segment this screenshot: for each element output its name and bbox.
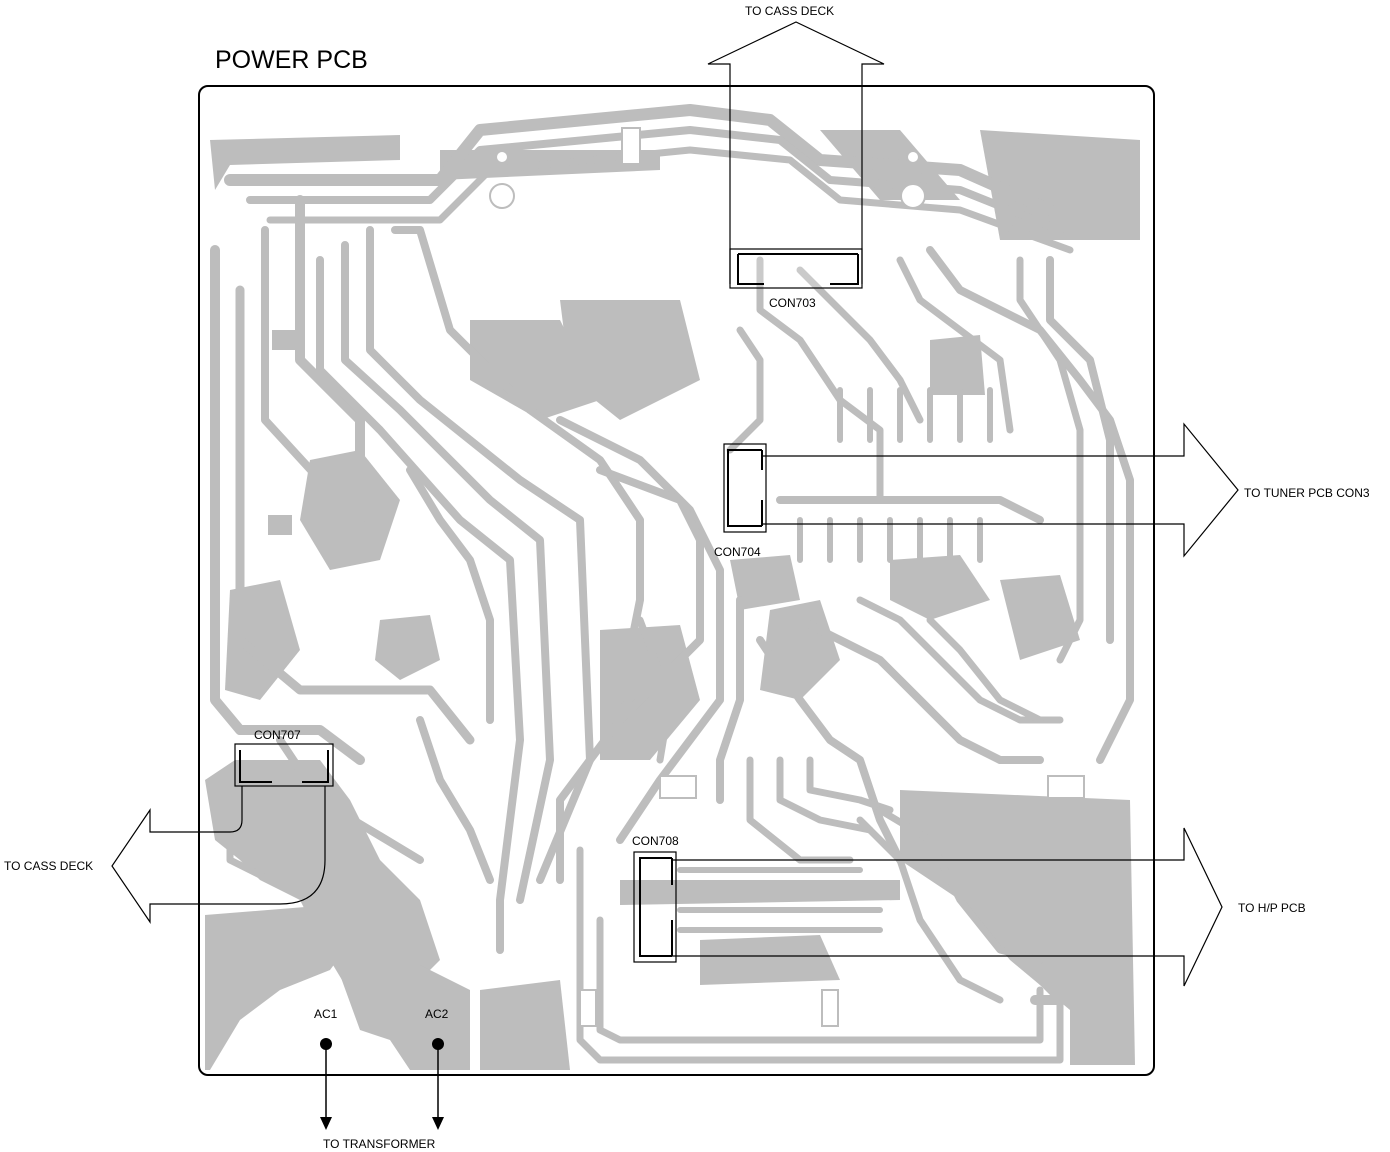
ac2-label: AC2 bbox=[425, 1007, 449, 1021]
top-cass-deck-label: TO CASS DECK bbox=[745, 4, 834, 18]
top-cass-deck-arrow: TO CASS DECK bbox=[707, 4, 885, 284]
con707-label: CON707 bbox=[254, 728, 301, 742]
con704-label: CON704 bbox=[714, 545, 761, 559]
con708-connector: CON708 bbox=[632, 834, 679, 963]
ac-terminals: AC1 AC2 TO TRANSFORMER bbox=[314, 1007, 449, 1151]
tuner-label: TO TUNER PCB CON3 bbox=[1244, 486, 1370, 500]
ac2-arrowhead bbox=[432, 1117, 444, 1130]
con704-connector: CON704 bbox=[714, 443, 767, 559]
con707-connector: CON707 bbox=[234, 728, 334, 787]
con703-label: CON703 bbox=[769, 296, 816, 310]
con703-connector: CON703 bbox=[729, 248, 863, 310]
con708-label: CON708 bbox=[632, 834, 679, 848]
tuner-arrow: TO TUNER PCB CON3 bbox=[762, 422, 1370, 558]
ac1-arrowhead bbox=[320, 1117, 332, 1130]
hp-label: TO H/P PCB bbox=[1238, 901, 1306, 915]
copper-layer bbox=[205, 104, 1140, 1070]
left-cass-deck-arrow: TO CASS DECK bbox=[4, 786, 326, 924]
transformer-label: TO TRANSFORMER bbox=[323, 1137, 436, 1151]
hp-arrow: TO H/P PCB bbox=[672, 827, 1306, 987]
left-cass-deck-label: TO CASS DECK bbox=[4, 859, 93, 873]
page-title: POWER PCB bbox=[215, 46, 368, 74]
ac1-label: AC1 bbox=[314, 1007, 338, 1021]
